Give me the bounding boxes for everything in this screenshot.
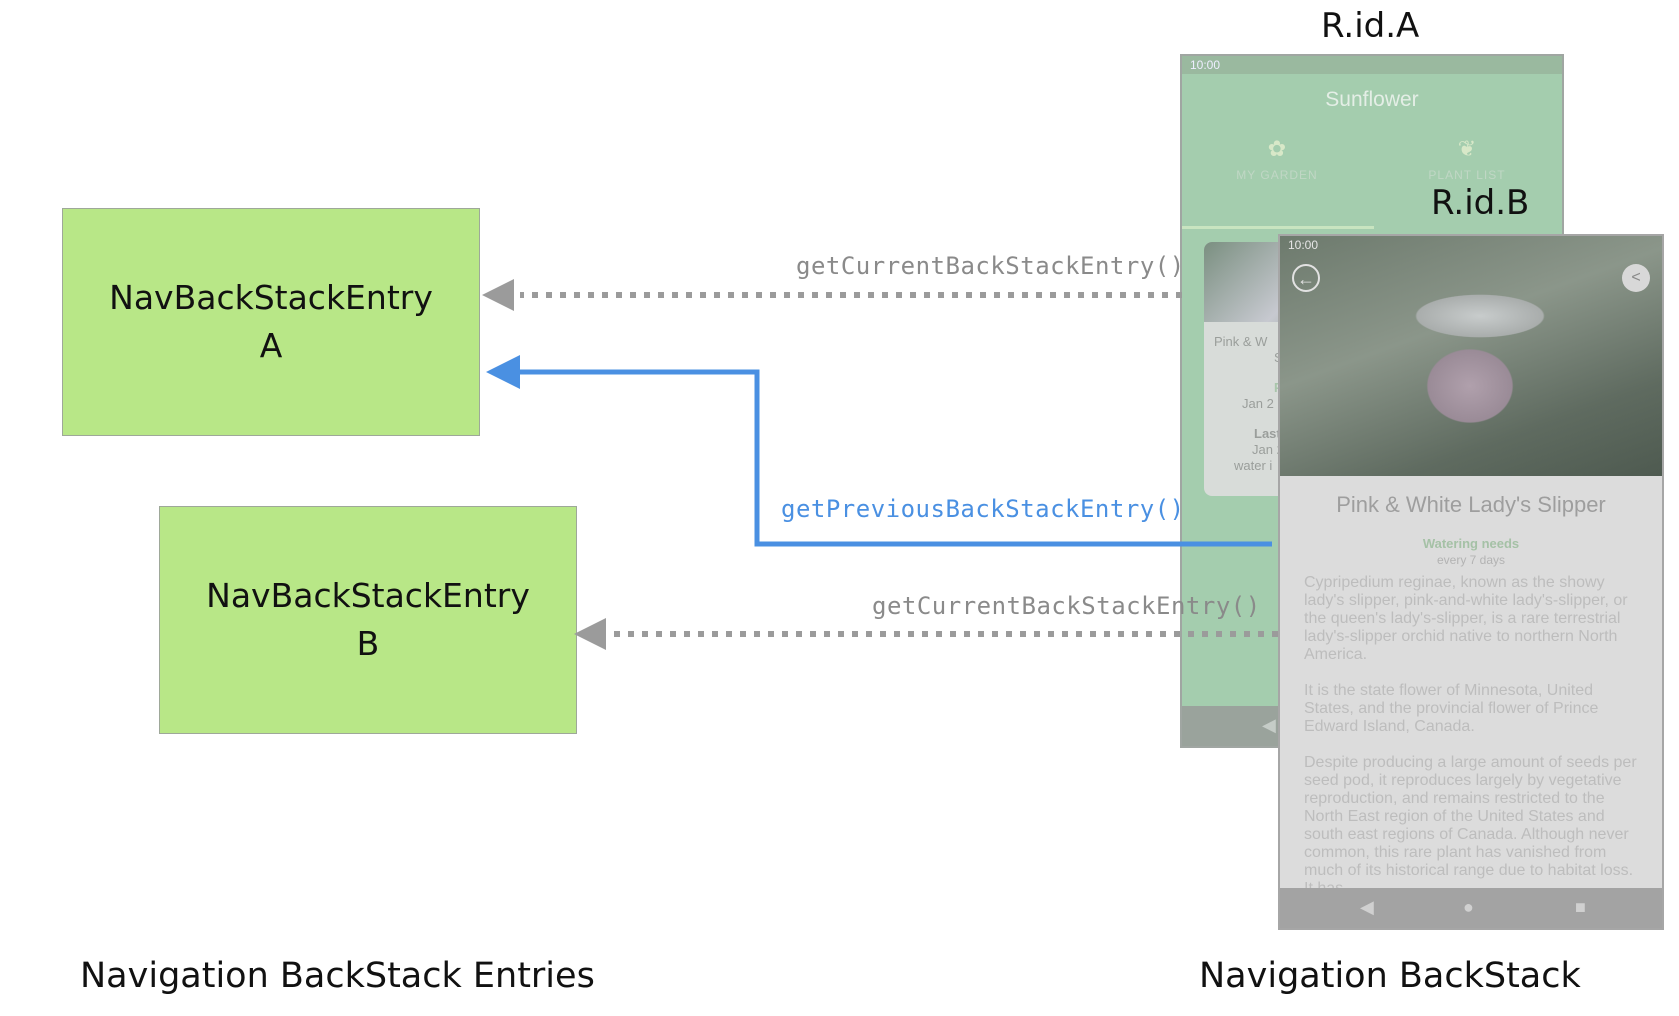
entry-b-title: NavBackStackEntry — [206, 576, 530, 615]
tab-my-garden[interactable]: ✿ MY GARDEN — [1182, 136, 1372, 228]
nav-bar: ◀ ● ■ — [1280, 888, 1662, 928]
label-current-b: getCurrentBackStackEntry() — [872, 592, 1261, 620]
back-arrow-icon[interactable]: ← — [1292, 264, 1320, 292]
flower-icon: ✿ — [1267, 136, 1287, 161]
caption-entries: Navigation BackStack Entries — [80, 956, 595, 996]
description-paragraph: It is the state flower of Minnesota, Uni… — [1304, 682, 1599, 735]
recents-nav-icon[interactable]: ■ — [1575, 897, 1586, 917]
status-bar: 10:00 — [1182, 56, 1562, 74]
description-paragraph: Cypripedium reginae, known as the showy … — [1304, 574, 1628, 663]
tab-indicator — [1182, 226, 1374, 229]
card-line: Pink & W — [1214, 334, 1268, 349]
watering-value: every 7 days — [1436, 553, 1506, 567]
label-current-a: getCurrentBackStackEntry() — [796, 252, 1185, 280]
back-nav-icon[interactable]: ◀ — [1262, 715, 1276, 735]
card-line: water i — [1234, 458, 1273, 473]
tab-plant-list-label: PLANT LIST — [1428, 168, 1506, 182]
entry-b-letter: B — [356, 624, 380, 663]
arrowhead-previous — [486, 355, 520, 389]
card-line: Jan 2 — [1252, 442, 1284, 457]
app-title: Sunflower — [1325, 88, 1419, 111]
nav-backstack-entry-a: NavBackStackEntry A — [62, 208, 480, 436]
plant-hero-image — [1280, 236, 1662, 476]
share-icon[interactable]: < — [1622, 264, 1650, 292]
arrow-previous — [520, 369, 1272, 547]
home-nav-icon[interactable]: ● — [1463, 897, 1474, 917]
description-paragraph: Despite producing a large amount of seed… — [1304, 754, 1637, 897]
arrowhead-current-a — [482, 279, 514, 311]
sprout-icon: ❦ — [1457, 136, 1477, 161]
arrowhead-current-b — [574, 618, 606, 650]
rid-b-label: R.id.B — [1431, 183, 1530, 223]
tab-plant-list[interactable]: ❦ PLANT LIST — [1372, 136, 1562, 228]
watering-label: Watering needs — [1422, 536, 1520, 551]
label-previous: getPreviousBackStackEntry() — [781, 495, 1185, 523]
nav-backstack-entry-b: NavBackStackEntry B — [159, 506, 577, 734]
phone-screen-b: 10:00 ← < Pink & White Lady's Slipper Wa… — [1278, 234, 1664, 930]
status-time: 10:00 — [1288, 238, 1319, 252]
entry-a-letter: A — [259, 326, 283, 365]
status-time: 10:00 — [1190, 58, 1221, 72]
entry-a-title: NavBackStackEntry — [109, 278, 433, 317]
plant-description: Cypripedium reginae, known as the showy … — [1304, 574, 1638, 916]
plant-title: Pink & White Lady's Slipper — [1336, 492, 1606, 517]
rid-a-label: R.id.A — [1321, 6, 1420, 46]
tab-my-garden-label: MY GARDEN — [1236, 168, 1318, 182]
back-nav-icon[interactable]: ◀ — [1360, 897, 1374, 917]
caption-backstack: Navigation BackStack — [1199, 956, 1581, 996]
card-line: Jan 2 — [1242, 396, 1274, 411]
